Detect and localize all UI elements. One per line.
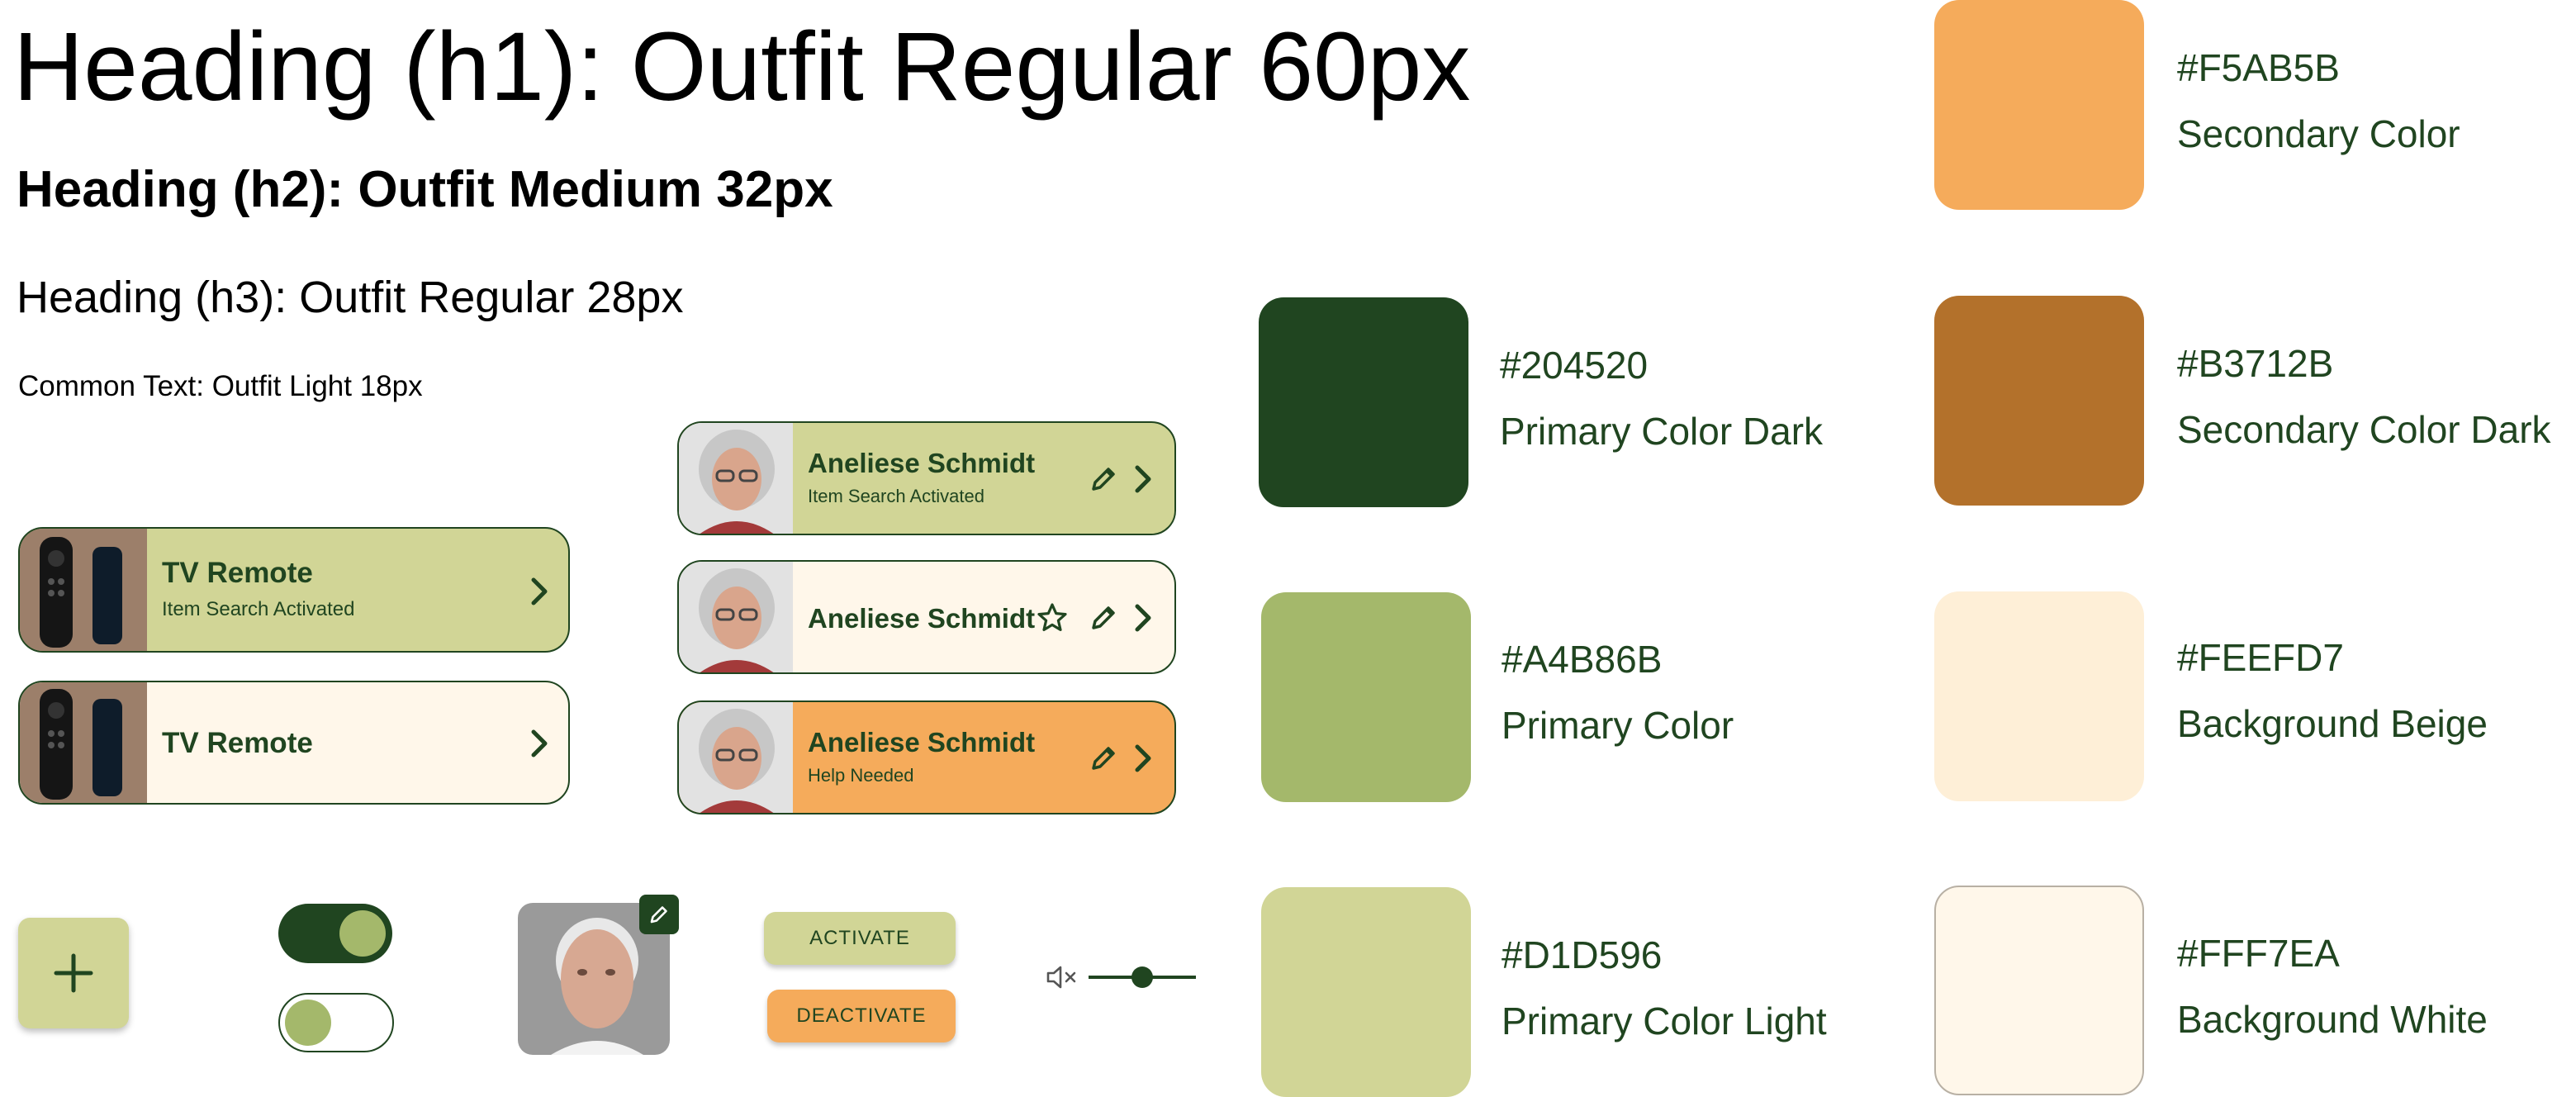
heading-h2-sample: Heading (h2): Outfit Medium 32px bbox=[17, 161, 833, 218]
heading-h3-sample: Heading (h3): Outfit Regular 28px bbox=[17, 273, 684, 322]
swatch-secondary-color bbox=[1934, 0, 2144, 210]
swatch-hex: #FFF7EA bbox=[2177, 932, 2340, 975]
swatch-name: Primary Color Dark bbox=[1500, 410, 1824, 453]
card-subtitle: Help Needed bbox=[808, 765, 914, 786]
pencil-icon[interactable] bbox=[1089, 743, 1118, 773]
person-card-help-needed[interactable]: Aneliese Schmidt Help Needed bbox=[677, 700, 1176, 814]
item-card-tv-remote-active[interactable]: TV Remote Item Search Activated bbox=[18, 527, 570, 653]
star-icon[interactable] bbox=[1036, 601, 1069, 634]
swatch-name: Background Beige bbox=[2177, 702, 2488, 745]
tv-remote-thumbnail bbox=[20, 529, 147, 651]
swatch-name: Primary Color Light bbox=[1501, 1000, 1827, 1042]
chevron-right-icon[interactable] bbox=[527, 577, 552, 606]
common-text-sample: Common Text: Outfit Light 18px bbox=[18, 370, 423, 402]
swatch-hex: #A4B86B bbox=[1501, 638, 1663, 681]
pencil-icon[interactable] bbox=[1089, 603, 1118, 633]
plus-icon bbox=[54, 953, 93, 993]
tv-remote-thumbnail bbox=[20, 682, 147, 803]
swatch-primary-color-light bbox=[1261, 887, 1471, 1097]
swatch-background-beige bbox=[1934, 591, 2144, 801]
add-button[interactable] bbox=[18, 918, 129, 1028]
swatch-primary-color-dark bbox=[1259, 297, 1468, 507]
pencil-icon bbox=[650, 906, 667, 924]
person-avatar bbox=[679, 423, 793, 534]
swatch-primary-color bbox=[1261, 592, 1471, 802]
swatch-name: Background White bbox=[2177, 998, 2488, 1041]
toggle-knob bbox=[339, 910, 386, 957]
card-title: TV Remote bbox=[162, 557, 313, 589]
chevron-right-icon[interactable] bbox=[1131, 464, 1155, 494]
card-title: Aneliese Schmidt bbox=[808, 448, 1036, 478]
swatch-hex: #B3712B bbox=[2177, 342, 2334, 385]
person-avatar bbox=[679, 562, 793, 672]
card-title: TV Remote bbox=[162, 727, 313, 759]
person-avatar bbox=[679, 702, 793, 813]
edit-photo-button[interactable] bbox=[639, 895, 679, 934]
deactivate-button[interactable]: DEACTIVATE bbox=[767, 990, 956, 1042]
swatch-secondary-color-dark bbox=[1934, 296, 2144, 506]
card-subtitle: Item Search Activated bbox=[808, 486, 984, 506]
swatch-hex: #F5AB5B bbox=[2177, 46, 2340, 89]
swatch-background-white bbox=[1934, 886, 2144, 1095]
mute-icon[interactable] bbox=[1046, 963, 1079, 991]
swatch-hex: #D1D596 bbox=[1501, 933, 1663, 976]
chevron-right-icon[interactable] bbox=[1131, 603, 1155, 633]
volume-slider-thumb[interactable] bbox=[1131, 966, 1153, 988]
chevron-right-icon[interactable] bbox=[527, 729, 552, 758]
toggle-switch-off[interactable] bbox=[278, 993, 394, 1052]
swatch-hex: #FEEFD7 bbox=[2177, 636, 2344, 679]
heading-h1-sample: Heading (h1): Outfit Regular 60px bbox=[13, 12, 1471, 121]
toggle-knob bbox=[285, 1000, 331, 1046]
card-subtitle: Item Search Activated bbox=[162, 598, 355, 620]
card-title: Aneliese Schmidt bbox=[808, 603, 1036, 634]
toggle-switch-on[interactable] bbox=[278, 904, 392, 963]
chevron-right-icon[interactable] bbox=[1131, 743, 1155, 773]
person-card[interactable]: Aneliese Schmidt bbox=[677, 560, 1176, 674]
pencil-icon[interactable] bbox=[1089, 464, 1118, 494]
swatch-name: Secondary Color bbox=[2177, 112, 2460, 155]
card-title: Aneliese Schmidt bbox=[808, 727, 1036, 757]
swatch-name: Primary Color bbox=[1501, 704, 1734, 747]
swatch-hex: #204520 bbox=[1500, 344, 1649, 387]
person-card-search-active[interactable]: Aneliese Schmidt Item Search Activated bbox=[677, 421, 1176, 535]
item-card-tv-remote[interactable]: TV Remote bbox=[18, 681, 570, 805]
swatch-name: Secondary Color Dark bbox=[2177, 408, 2551, 451]
activate-button[interactable]: ACTIVATE bbox=[764, 912, 956, 965]
